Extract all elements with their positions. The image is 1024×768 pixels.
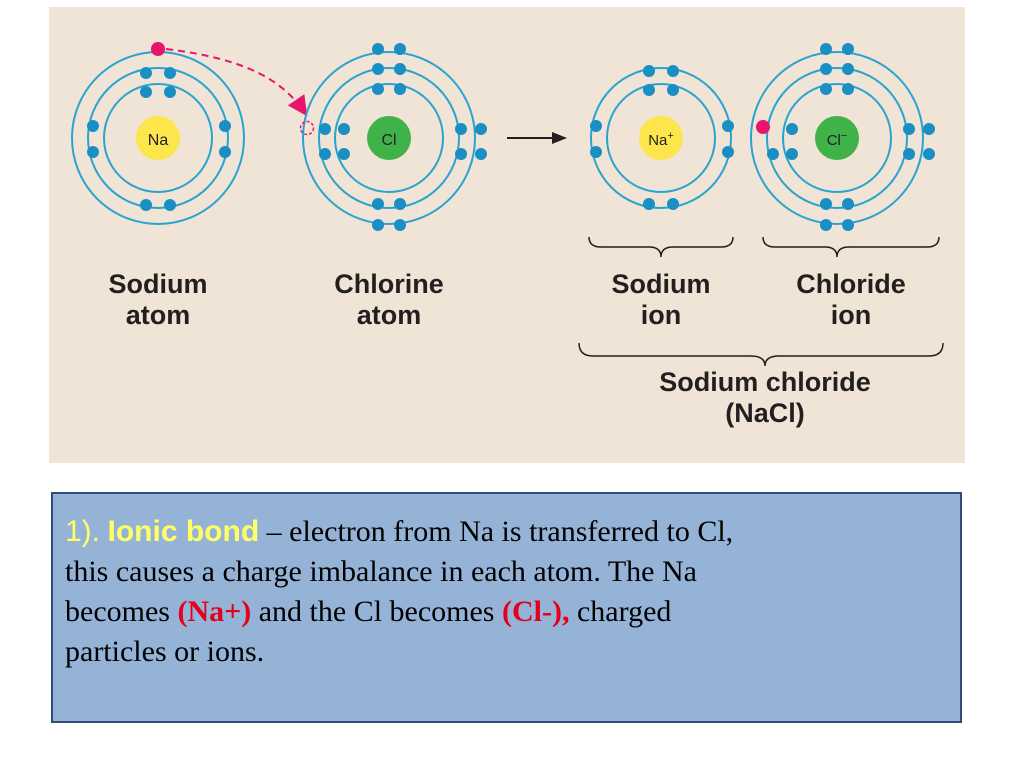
chloride-ion-brace [762,236,940,258]
valence-electron [151,42,165,56]
term-ionic-bond: Ionic bond [107,515,260,548]
reaction-arrow [507,132,567,144]
chloride-symbol: Cl− [827,130,848,149]
text-line-4: particles or ions. [65,635,265,668]
chlorine-atom-label: Chlorine atom [334,269,444,330]
text-line-1: – electron from Na is transferred to Cl, [259,515,734,548]
chlorine-shell-2 [318,67,460,209]
sodium-symbol: Na [148,132,169,149]
chloride-ion-label: Chloride ion [796,269,906,330]
atoms-svg: Na Cl [71,42,944,367]
chlorine-atom: Cl [299,43,487,231]
explanation-text: 1). Ionic bond – electron from Na is tra… [65,512,965,672]
sodium-shell-2 [87,67,229,209]
chloride-shell-3 [750,51,924,225]
sodium-ion-brace [588,236,734,258]
sodium-atom: Na [71,42,245,225]
text-line-2: this causes a charge imbalance in each a… [65,555,697,588]
sodium-electrons [87,67,231,211]
sodium-ion-symbol: Na+ [648,130,674,149]
chlorine-electrons [319,43,487,231]
chloride-shell-2 [766,67,908,209]
sodium-ion: Na+ [590,65,734,210]
text-line-3-middle: and the Cl becomes [251,595,502,628]
gained-electron [756,120,770,134]
chlorine-shell-3 [302,51,476,225]
sodium-ion-shell-2 [590,67,732,209]
chlorine-nucleus [367,116,411,160]
sodium-ion-nucleus [639,116,683,160]
cl-minus-term: (Cl-), [502,595,570,628]
electron-transfer-arrow [165,48,308,117]
chloride-shell-1 [782,83,892,193]
chloride-nucleus [815,116,859,160]
sodium-nucleus [136,116,180,160]
vacancy-electron [299,120,315,136]
sodium-atom-label: Sodium atom [108,269,208,330]
text-line-3-start: becomes [65,595,178,628]
text-line-3-end: charged [569,595,672,628]
braces [578,236,944,367]
chloride-ion: Cl− [750,43,935,231]
sodium-ion-electrons [590,65,734,210]
explanation-box: 1). Ionic bond – electron from Na is tra… [51,492,962,723]
sodium-ion-label: Sodium ion [611,269,711,330]
sodium-ion-shell-1 [606,83,716,193]
compound-brace [578,342,944,367]
na-plus-term: (Na+) [177,595,252,628]
list-number: 1). [65,515,101,548]
chloride-electrons [767,43,935,231]
sodium-chloride-label: Sodium chloride (NaCl) [659,367,871,428]
sodium-shell-1 [103,83,213,193]
ionic-bond-diagram: Na Cl [49,7,965,463]
chlorine-shell-1 [334,83,444,193]
chlorine-symbol: Cl [381,132,396,149]
